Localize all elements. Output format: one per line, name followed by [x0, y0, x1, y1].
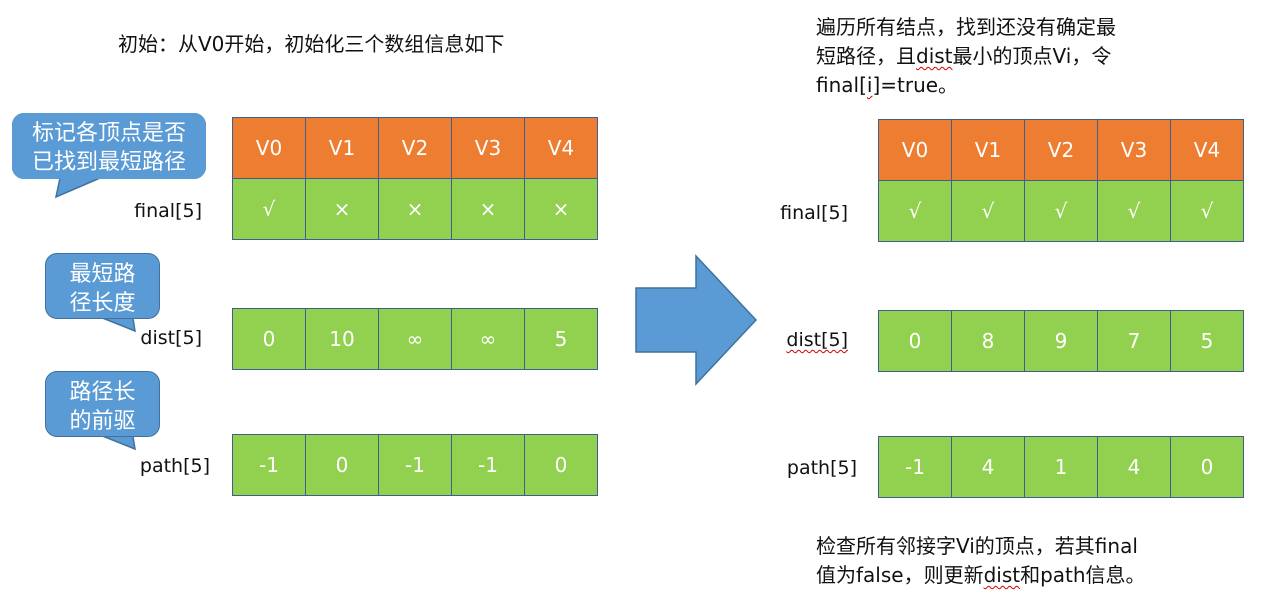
left-dist-cell: 0: [232, 308, 306, 370]
left-dist-cell: 5: [524, 308, 598, 370]
right-final-cell: √: [1024, 180, 1098, 242]
right-final-label: final[5]: [780, 202, 848, 224]
right-caption-top-line2: 短路径，且dist最小的顶点Vi，令: [816, 42, 1116, 71]
right-dist-table: 0 8 9 7 5: [878, 310, 1244, 372]
left-path-cell: -1: [451, 434, 525, 496]
right-path-label: path[5]: [786, 457, 857, 479]
callout-path-line2: 的前驱: [69, 409, 136, 434]
right-dist-label-text: dist[5]: [786, 329, 848, 351]
caption-text: 短路径，且: [816, 44, 916, 68]
right-path-cell: 1: [1024, 436, 1098, 498]
left-final-cell: ×: [305, 178, 379, 240]
caption-keyword-dist: dist: [983, 563, 1021, 587]
right-header-cell: V4: [1170, 119, 1244, 181]
right-dist-cell: 0: [878, 310, 952, 372]
right-path-cell: 4: [1097, 436, 1171, 498]
left-dist-cell: ∞: [451, 308, 525, 370]
caption-text: 和path信息。: [1020, 563, 1146, 587]
left-final-cell: ×: [378, 178, 452, 240]
right-caption-bottom-line2: 值为false，则更新dist和path信息。: [816, 561, 1146, 590]
right-arrow-icon: [635, 254, 758, 386]
callout-final-text2: 已找到最短路径: [31, 150, 186, 175]
right-header-cell: V2: [1024, 119, 1098, 181]
right-dist-cell: 8: [951, 310, 1025, 372]
right-dist-cell: 5: [1170, 310, 1244, 372]
left-path-cell: 0: [524, 434, 598, 496]
right-final-cell: √: [951, 180, 1025, 242]
callout-dist-line2: 径长度: [69, 291, 136, 316]
right-path-table: -1 4 1 4 0: [878, 436, 1244, 498]
caption-text: 最小的顶点Vi，令: [952, 44, 1112, 68]
right-caption-bottom-line1: 检查所有邻接字Vi的顶点，若其final: [816, 534, 1138, 558]
left-path-cell: -1: [232, 434, 306, 496]
caption-text: final[: [816, 73, 867, 97]
callout-final-text1: 标记各顶点是否: [31, 121, 186, 146]
right-dist-cell: 7: [1097, 310, 1171, 372]
left-caption: 初始：从V0开始，初始化三个数组信息如下: [118, 32, 505, 56]
right-final-table: V0 V1 V2 V3 V4 √ √ √ √ √: [878, 119, 1244, 242]
left-header-cell: V0: [232, 117, 306, 179]
callout-dist-note: 最短路 径长度: [45, 253, 160, 319]
left-header-cell: V4: [524, 117, 598, 179]
left-final-table: V0 V1 V2 V3 V4 √ × × × ×: [232, 117, 598, 240]
caption-keyword-i: i: [866, 73, 873, 97]
right-path-cell: 4: [951, 436, 1025, 498]
caption-text: 值为false，则更新: [816, 563, 984, 587]
right-caption-top: 遍历所有结点，找到还没有确定最 短路径，且dist最小的顶点Vi，令 final…: [816, 13, 1116, 100]
callout-path-note: 路径长 的前驱: [45, 371, 160, 437]
right-dist-cell: 9: [1024, 310, 1098, 372]
left-path-label: path[5]: [139, 455, 210, 477]
left-header-cell: V1: [305, 117, 379, 179]
right-final-cell: √: [1097, 180, 1171, 242]
left-path-table: -1 0 -1 -1 0: [232, 434, 598, 496]
right-header-cell: V3: [1097, 119, 1171, 181]
left-header-cell: V3: [451, 117, 525, 179]
right-dist-label: dist[5]: [728, 328, 848, 352]
right-header-cell: V1: [951, 119, 1025, 181]
left-final-cell: ×: [451, 178, 525, 240]
right-caption-top-line1: 遍历所有结点，找到还没有确定最: [816, 15, 1116, 39]
left-final-cell: √: [232, 178, 306, 240]
callout-path-line1: 路径长: [69, 380, 136, 405]
right-path-cell: -1: [878, 436, 952, 498]
right-path-cell: 0: [1170, 436, 1244, 498]
callout-final-cover: 标记各顶点是否 已找到最短路径: [12, 113, 206, 179]
right-header-cell: V0: [878, 119, 952, 181]
left-final-cell: ×: [524, 178, 598, 240]
right-final-cell: √: [878, 180, 952, 242]
right-caption-top-line3: final[i]=true。: [816, 71, 1116, 100]
left-dist-label: dist[5]: [140, 327, 202, 349]
caption-text: ]=true。: [872, 73, 959, 97]
left-dist-cell: ∞: [378, 308, 452, 370]
caption-keyword-dist: dist: [916, 44, 953, 68]
callout-dist-line1: 最短路: [69, 262, 136, 287]
left-path-cell: -1: [378, 434, 452, 496]
callout-final-tail: [54, 177, 101, 199]
left-dist-cell: 10: [305, 308, 379, 370]
right-caption-bottom: 检查所有邻接字Vi的顶点，若其final 值为false，则更新dist和pat…: [816, 532, 1146, 590]
left-dist-table: 0 10 ∞ ∞ 5: [232, 308, 598, 370]
left-path-cell: 0: [305, 434, 379, 496]
left-final-label: final[5]: [134, 200, 202, 222]
right-final-cell: √: [1170, 180, 1244, 242]
left-header-cell: V2: [378, 117, 452, 179]
